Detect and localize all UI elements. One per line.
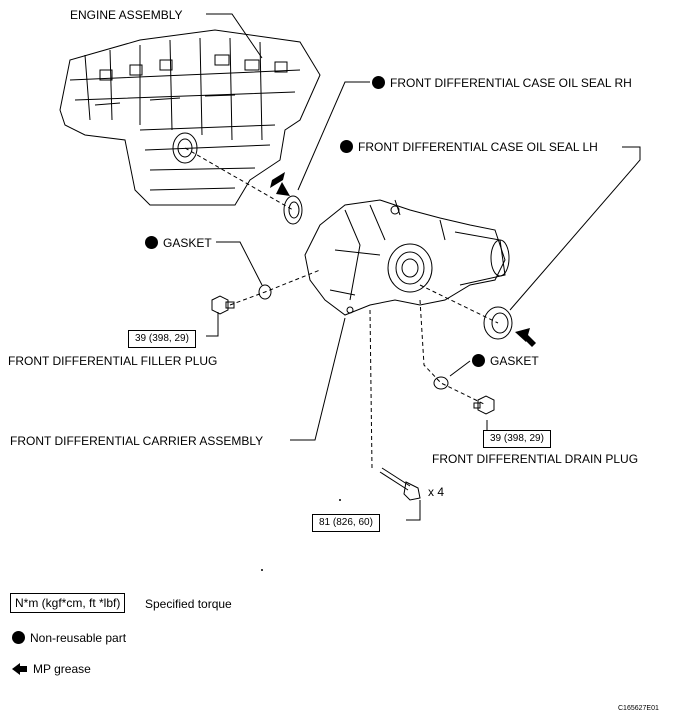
- gasket-left-label: GASKET: [145, 236, 212, 250]
- legend-torque-desc: Specified torque: [145, 597, 232, 611]
- arrow-left-icon: [12, 663, 27, 675]
- non-reusable-icon: [372, 76, 385, 89]
- oil-seal-lh-drawing: [483, 306, 513, 340]
- gasket-right-label: GASKET: [472, 354, 539, 368]
- oil-seal-lh-label: FRONT DIFFERENTIAL CASE OIL SEAL LH: [340, 140, 598, 154]
- non-reusable-icon: [340, 140, 353, 153]
- leader-lines: [206, 13, 641, 521]
- gasket-right-drawing: [433, 376, 449, 390]
- engine-assembly-drawing: [59, 29, 321, 206]
- differential-carrier-drawing: [304, 199, 510, 316]
- mount-bolt-drawing: [379, 467, 421, 501]
- gasket-left-drawing: [258, 284, 272, 300]
- legend-torque-unit: N*m (kgf*cm, ft *lbf): [10, 593, 126, 613]
- bolt-quantity-label: x 4: [428, 485, 445, 499]
- legend-mp-grease: MP grease: [33, 662, 91, 676]
- drain-plug-torque: 39 (398, 29): [483, 430, 551, 448]
- oil-seal-rh-label: FRONT DIFFERENTIAL CASE OIL SEAL RH: [372, 76, 632, 90]
- filler-plug-torque: 39 (398, 29): [128, 330, 196, 348]
- drain-plug-label: FRONT DIFFERENTIAL DRAIN PLUG: [432, 452, 639, 466]
- grease-arrow-lh: [520, 331, 536, 347]
- carrier-assembly-label: FRONT DIFFERENTIAL CARRIER ASSEMBLY: [10, 434, 264, 448]
- grease-arrow-rh: [270, 172, 285, 188]
- grease-arrow-rh-head: [276, 182, 290, 196]
- filled-circle-icon: [12, 631, 25, 644]
- mount-bolt-torque: 81 (826, 60): [312, 514, 380, 532]
- non-reusable-icon: [145, 236, 158, 249]
- drain-plug-drawing: [473, 395, 495, 415]
- filler-plug-label: FRONT DIFFERENTIAL FILLER PLUG: [8, 354, 218, 368]
- oil-seal-rh-drawing: [283, 195, 303, 225]
- legend-non-reusable: Non-reusable part: [12, 631, 126, 645]
- figure-code: C165627E01: [618, 705, 659, 712]
- non-reusable-icon: [472, 354, 485, 367]
- engine-assembly-label: ENGINE ASSEMBLY: [70, 8, 183, 22]
- filler-plug-drawing: [211, 295, 235, 315]
